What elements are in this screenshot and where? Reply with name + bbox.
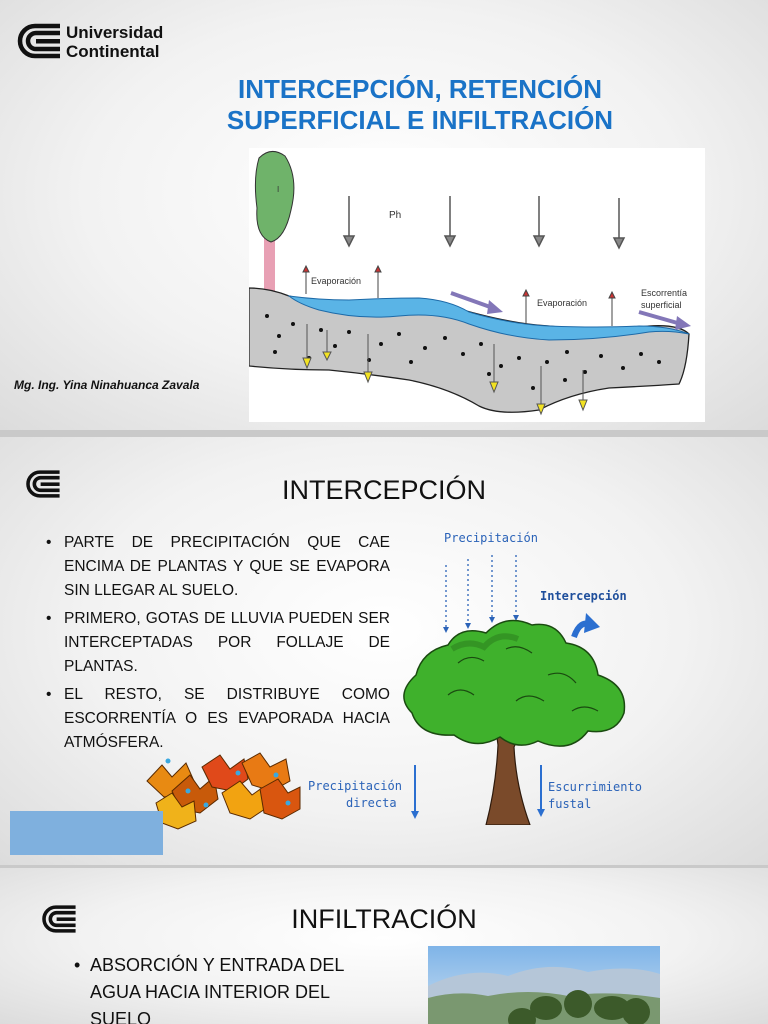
bullet-list: ABSORCIÓN Y ENTRADA DEL AGUA HACIA INTER… <box>74 952 374 1024</box>
university-logo: Universidad Continental <box>16 22 163 65</box>
slide-1: Universidad Continental INTERCEPCIÓN, RE… <box>0 0 768 430</box>
slide-2: INTERCEPCIÓN PARTE DE PRECIPITACIÓN QUE … <box>0 437 768 865</box>
author-credit: Mg. Ing. Yina Ninahuanca Zavala <box>14 378 200 392</box>
tree-crown <box>254 151 295 243</box>
bullet-list: PARTE DE PRECIPITACIÓN QUE CAE ENCIMA DE… <box>46 531 390 759</box>
page-title: INTERCEPCIÓN, RETENCIÓN SUPERFICIAL E IN… <box>150 74 690 136</box>
label-precipitacion-directa-1: Precipitación <box>308 779 402 793</box>
label-escurrimiento-1: Escurrimiento <box>548 780 642 794</box>
bullet-item: PRIMERO, GOTAS DE LLUVIA PUEDEN SER INTE… <box>46 607 390 679</box>
rain-label: Ph <box>389 210 401 221</box>
title-line-2: SUPERFICIAL E INFILTRACIÓN <box>226 105 614 135</box>
slide-divider <box>0 430 768 437</box>
logo-line-2: Continental <box>66 42 160 61</box>
label-precipitacion: Precipitación <box>444 531 538 545</box>
continental-logo-icon <box>17 23 60 59</box>
tree-trunk <box>264 228 275 293</box>
autumn-leaves-image <box>146 752 301 830</box>
tree-crown <box>403 619 626 747</box>
precipitation-arrows <box>445 555 517 629</box>
university-logo-small <box>20 469 66 504</box>
continental-logo-icon <box>42 905 76 933</box>
runoff-label-2: superficial <box>641 300 682 310</box>
label-escurrimiento-2: fustal <box>548 797 592 811</box>
logo-line-1: Universidad <box>66 23 164 42</box>
university-logo-small <box>36 904 82 939</box>
rain-arrows <box>342 196 626 250</box>
slide-divider <box>0 865 768 868</box>
surface-water <box>287 295 690 341</box>
slide-3: INFILTRACIÓN ABSORCIÓN Y ENTRADA DEL AGU… <box>0 868 768 1024</box>
bullet-item: EL RESTO, SE DISTRIBUYE COMO ESCORRENTÍA… <box>46 683 390 755</box>
slide-title-infiltracion: INFILTRACIÓN <box>291 904 477 934</box>
decorative-blue-block <box>10 811 163 855</box>
evaporation-arrows <box>302 264 616 326</box>
evaporation-label-1: Evaporación <box>311 276 361 286</box>
infiltration-arrows <box>302 324 588 416</box>
bullet-item: ABSORCIÓN Y ENTRADA DEL AGUA HACIA INTER… <box>74 952 374 1024</box>
hydrology-diagram: I Ph <box>248 148 705 422</box>
continental-logo-icon <box>26 470 60 498</box>
university-name: Universidad Continental <box>66 23 163 61</box>
slide-title-intercepcion: INTERCEPCIÓN <box>281 475 487 505</box>
landscape-photo <box>428 946 660 1024</box>
label-intercepcion: Intercepción <box>540 589 627 603</box>
bullet-item: PARTE DE PRECIPITACIÓN QUE CAE ENCIMA DE… <box>46 531 390 603</box>
runoff-label-1: Escorrentía <box>641 288 687 298</box>
interception-tree-figure <box>403 555 626 825</box>
svg-text:I: I <box>277 185 279 194</box>
soil-particles <box>265 314 661 390</box>
runoff-arrows <box>450 291 691 330</box>
evaporation-label-2: Evaporación <box>537 298 587 308</box>
label-precipitacion-directa-2: directa <box>346 796 397 810</box>
title-line-1: INTERCEPCIÓN, RETENCIÓN <box>237 74 603 104</box>
